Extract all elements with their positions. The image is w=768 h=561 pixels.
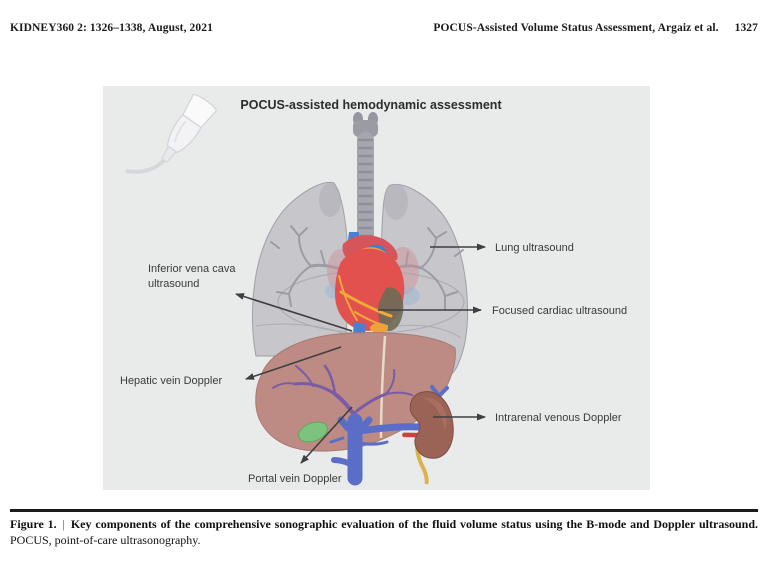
annotation-arrows: [235, 243, 486, 464]
ivc-arrow: [235, 293, 353, 332]
label-ivc-ultrasound-line1: Inferior vena cava: [148, 263, 236, 275]
label-portal-vein-doppler: Portal vein Doppler: [248, 473, 342, 485]
caption-separator: |: [62, 517, 65, 531]
page-header: KIDNEY360 2: 1326–1338, August, 2021 POC…: [10, 22, 758, 34]
annotation-labels: Lung ultrasound Focused cardiac ultrasou…: [120, 242, 627, 485]
renal-artery: [402, 432, 420, 438]
page-number: 1327: [734, 22, 758, 34]
caption-bold-text: Key components of the comprehensive sono…: [70, 517, 759, 531]
figure-title: POCUS-assisted hemodynamic assessment: [240, 98, 502, 112]
ultrasound-probe-icon: [125, 93, 217, 174]
portal-arrow: [300, 406, 353, 464]
figure-caption: Figure 1. | Key components of the compre…: [10, 516, 758, 548]
label-hepatic-vein-doppler: Hepatic vein Doppler: [120, 375, 222, 387]
kidney: [402, 391, 454, 485]
caption-rule: [10, 509, 758, 512]
gallbladder: [298, 421, 328, 443]
caption-figure-label: Figure 1.: [10, 517, 57, 531]
label-focused-cardiac-ultrasound: Focused cardiac ultrasound: [492, 305, 627, 317]
label-intrarenal-venous-doppler: Intrarenal venous Doppler: [495, 412, 622, 424]
caption-regular-text: POCUS, point-of-care ultrasonography.: [10, 533, 201, 547]
journal-citation: KIDNEY360 2: 1326–1338, August, 2021: [10, 22, 213, 34]
running-title: POCUS-Assisted Volume Status Assessment,…: [433, 22, 758, 34]
lungs: [251, 181, 468, 377]
running-title-text: POCUS-Assisted Volume Status Assessment,…: [433, 22, 719, 34]
label-ivc-ultrasound-line2: ultrasound: [148, 278, 199, 290]
figure-panel: POCUS-assisted hemodynamic assessment: [103, 86, 650, 490]
liver: [255, 332, 456, 452]
anatomy-figure: POCUS-assisted hemodynamic assessment: [120, 93, 627, 486]
hepatic-arrow: [245, 346, 342, 380]
label-lung-ultrasound: Lung ultrasound: [495, 242, 574, 254]
